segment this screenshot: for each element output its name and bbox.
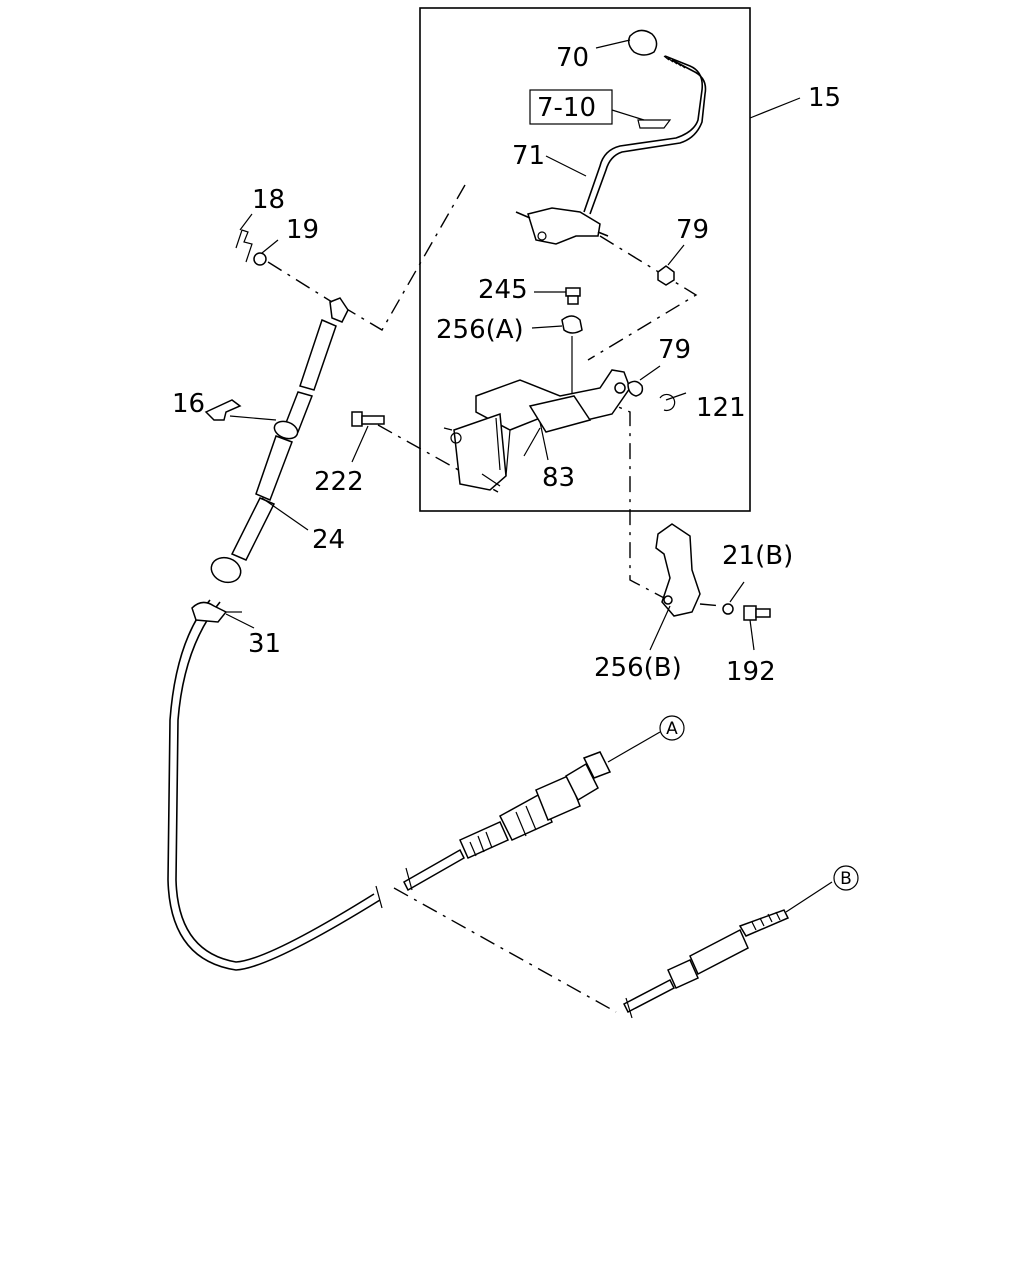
callout-18: 18 bbox=[252, 185, 285, 215]
washer-21b bbox=[722, 603, 734, 615]
lever-knob bbox=[627, 29, 658, 56]
callout-70: 70 bbox=[556, 43, 589, 73]
leader-15 bbox=[749, 97, 801, 119]
washer-79-mid bbox=[627, 380, 644, 397]
clamp-31 bbox=[191, 601, 228, 623]
clip-121 bbox=[659, 393, 676, 412]
shift-bracket bbox=[443, 369, 631, 491]
dash-19 bbox=[267, 261, 333, 303]
ref-marker-a: A bbox=[659, 715, 685, 741]
leader-24 bbox=[261, 497, 309, 531]
cable-end-a bbox=[403, 751, 612, 892]
leader-79-top bbox=[667, 244, 685, 266]
bushing-256a bbox=[561, 315, 583, 334]
ref-box-7-10 bbox=[529, 89, 613, 125]
pin-18 bbox=[235, 229, 253, 263]
ref-b-label: B bbox=[840, 869, 852, 889]
dash-lever-to-cable bbox=[339, 184, 466, 331]
lever-mark bbox=[637, 119, 672, 129]
bolt-222 bbox=[351, 411, 385, 427]
callout-21b: 21(B) bbox=[722, 541, 793, 571]
callout-83: 83 bbox=[542, 463, 575, 493]
select-lever bbox=[655, 523, 701, 617]
shift-cable-24 bbox=[167, 297, 381, 971]
callout-31: 31 bbox=[248, 629, 281, 659]
clip-16 bbox=[204, 399, 242, 421]
callout-222: 222 bbox=[314, 467, 364, 497]
shift-lever bbox=[515, 29, 707, 245]
callout-256b: 256(B) bbox=[594, 653, 682, 683]
dash-cable-to-b bbox=[393, 887, 617, 1013]
ref-marker-b: B bbox=[833, 865, 859, 891]
callout-16: 16 bbox=[172, 389, 205, 419]
assembly-frame bbox=[419, 7, 751, 512]
callout-19: 19 bbox=[286, 215, 319, 245]
dash-lever-to-79 bbox=[587, 235, 698, 361]
bolt-192 bbox=[743, 605, 771, 621]
callout-245: 245 bbox=[478, 275, 528, 305]
washer-19 bbox=[253, 252, 267, 266]
callout-15: 15 bbox=[808, 83, 841, 113]
callout-121: 121 bbox=[696, 393, 746, 423]
callout-79-top: 79 bbox=[676, 215, 709, 245]
cable-end-b bbox=[622, 909, 790, 1014]
callout-192: 192 bbox=[726, 657, 776, 687]
dash-bracket-to-256b bbox=[597, 397, 669, 601]
callout-24: 24 bbox=[312, 525, 345, 555]
callout-256a: 256(A) bbox=[436, 315, 524, 345]
callout-7-10: 7-10 bbox=[537, 93, 596, 123]
nut-79-top bbox=[657, 265, 675, 286]
bolt-245 bbox=[565, 287, 581, 305]
callout-79-mid: 79 bbox=[658, 335, 691, 365]
callout-71: 71 bbox=[512, 141, 545, 171]
ref-a-label: A bbox=[666, 719, 678, 739]
